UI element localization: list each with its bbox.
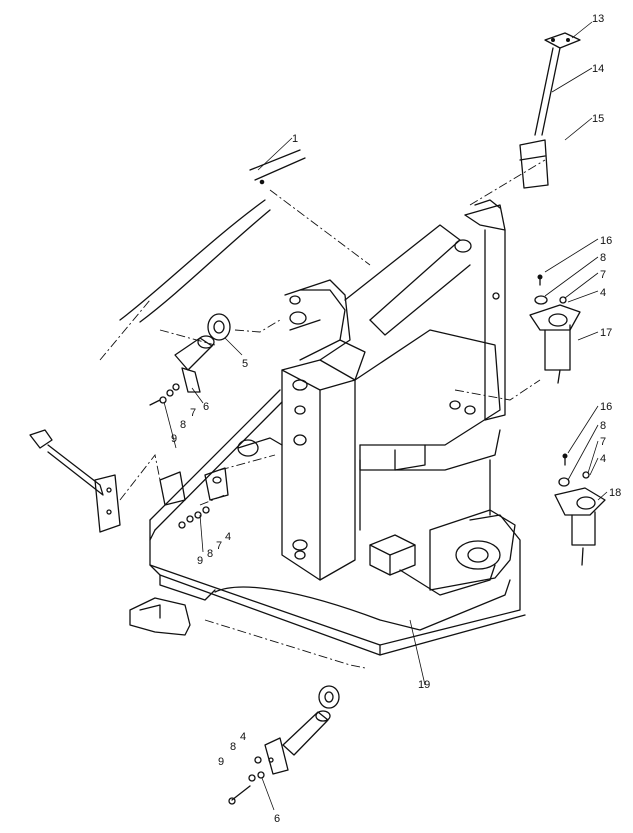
lever-left (29, 429, 161, 533)
callout-13: 13 (592, 13, 604, 25)
callout-18: 18 (609, 487, 621, 499)
callout-16-lower: 16 (600, 401, 612, 413)
callout-4-lower-right: 4 (600, 453, 606, 465)
callout-17: 17 (600, 327, 612, 339)
callout-4-middle: 4 (225, 531, 231, 543)
pin-assembly-17 (529, 274, 581, 384)
callout-9-middle: 9 (197, 555, 203, 567)
callout-7-upper-left: 7 (190, 407, 196, 419)
callout-7-middle: 7 (216, 540, 222, 552)
callout-8-middle: 8 (207, 548, 213, 560)
callout-6-bottom: 6 (274, 813, 280, 825)
callout-9-bottom: 9 (218, 756, 224, 768)
callout-1: 1 (292, 133, 298, 145)
pin-assembly-18 (554, 453, 606, 566)
lever-top-right (519, 32, 581, 189)
main-frame (129, 199, 526, 656)
callout-8-upper-right: 8 (600, 252, 606, 264)
callout-4-bottom: 4 (240, 731, 246, 743)
callout-4-upper-right: 4 (600, 287, 606, 299)
pin-6-upper (149, 335, 215, 406)
callout-7-lower-right: 7 (600, 436, 606, 448)
callout-14: 14 (592, 63, 604, 75)
pin-assembly-bottom (228, 685, 340, 805)
pin-assembly-top (119, 149, 306, 323)
callout-8-lower-right: 8 (600, 420, 606, 432)
leader-lines (163, 21, 608, 811)
callout-5: 5 (242, 358, 248, 370)
washer-5 (207, 313, 231, 341)
callout-15: 15 (592, 113, 604, 125)
callout-labels: 1 13 14 15 16 8 7 4 17 16 8 7 4 18 5 6 7… (171, 13, 621, 825)
callout-9-upper-left: 9 (171, 433, 177, 445)
callout-7-upper-right: 7 (600, 269, 606, 281)
callout-16-upper: 16 (600, 235, 612, 247)
callout-19: 19 (418, 679, 430, 691)
fasteners-middle-left (178, 506, 210, 529)
callout-6-upper: 6 (203, 401, 209, 413)
callout-8-upper-left: 8 (180, 419, 186, 431)
callout-8-bottom: 8 (230, 741, 236, 753)
